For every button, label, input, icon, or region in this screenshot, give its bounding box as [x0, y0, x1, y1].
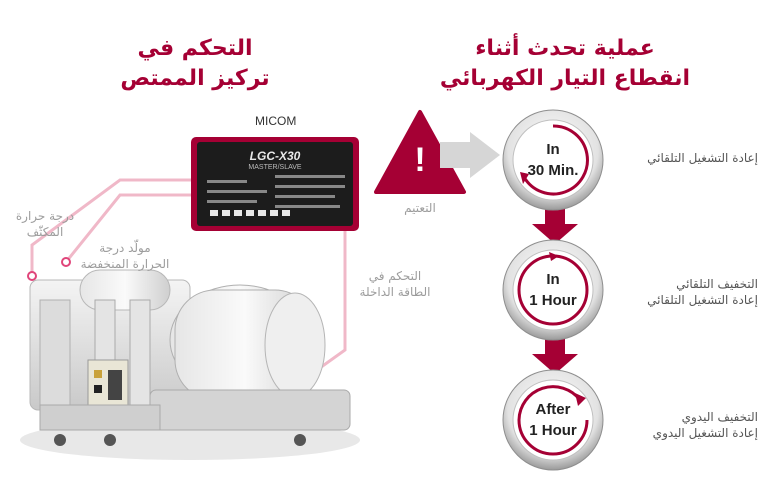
- connector-condenser: [30, 178, 196, 275]
- down-arrow-2: [532, 338, 578, 374]
- alarm-label: التعتيم: [404, 201, 436, 215]
- left-title: التحكم في تركيز الممتص: [100, 34, 290, 94]
- chiller-machine: [20, 269, 360, 460]
- step-3-desc: التخفيف اليدوي إعادة التشغيل اليدوي: [652, 410, 758, 440]
- callout-condenser-temp: درجة حرارة المكثّف: [15, 209, 75, 239]
- clock-3: [502, 369, 604, 471]
- step-1-desc: إعادة التشغيل التلقائي: [647, 151, 758, 165]
- clock-1-text: In 30 Min.: [527, 141, 579, 179]
- left-title-line2: تركيز الممتص: [120, 66, 270, 91]
- clock-1: [502, 109, 604, 211]
- micom-sub: MASTER/SLAVE: [248, 164, 302, 171]
- right-title: عملية تحدث أثناء انقطاع التيار الكهربائي: [430, 34, 700, 94]
- connector-generator: [64, 193, 196, 263]
- callout-input-energy: التحكم في الطاقة الداخلة: [359, 269, 431, 299]
- alarm-mark: !: [414, 141, 426, 179]
- clock-3-text: After 1 Hour: [529, 401, 577, 439]
- right-title-line2: انقطاع التيار الكهربائي: [439, 66, 691, 91]
- down-arrows: [532, 208, 578, 374]
- clock-2: [502, 239, 604, 341]
- dot-generator: [61, 257, 71, 267]
- clock-2-text: In 1 Hour: [529, 271, 577, 309]
- micom-controller: [191, 137, 359, 231]
- left-title-line1: التحكم في: [137, 36, 253, 61]
- callout-low-temp-generator: مولّد درجة الحرارة المنخفضة: [80, 241, 170, 271]
- right-title-line1: عملية تحدث أثناء: [475, 36, 655, 61]
- micom-brand: LGC-X30: [249, 149, 301, 163]
- down-arrow-1: [532, 208, 578, 244]
- dot-condenser: [27, 271, 37, 281]
- grey-arrow: [440, 132, 500, 178]
- micom-label: MICOM: [255, 114, 297, 128]
- step-2-desc: التخفيف التلقائي إعادة التشغيل التلقائي: [647, 277, 758, 307]
